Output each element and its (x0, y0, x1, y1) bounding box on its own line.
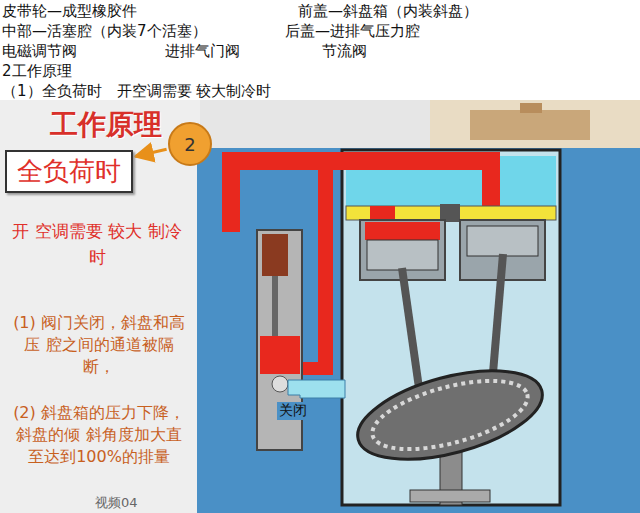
header-text: 电磁调节阀 (2, 42, 77, 60)
part-label: 关闭 (277, 402, 309, 420)
valve-rod (272, 276, 278, 336)
header-text: 后盖—进排气压力腔 (285, 22, 420, 40)
header-text: 前盖—斜盘箱（内装斜盘） (298, 2, 478, 20)
shaft-base (410, 490, 490, 502)
note-text: (2) 斜盘箱的压力下降，斜盘的倾 斜角度加大直至达到100%的排量 (10, 402, 188, 468)
valve-coil (262, 234, 288, 276)
slide-ground (0, 100, 640, 513)
condition-text: 开 空调需要 较大 制冷时 (12, 218, 182, 270)
header-text: 节流阀 (322, 42, 367, 60)
header-text: 进排气门阀 (165, 42, 240, 60)
watermark: 视频04 (95, 494, 138, 512)
piston-right (467, 226, 538, 256)
header-text: （1）全负荷时 开空调需要 较大制冷时 (2, 82, 271, 100)
header-text: 中部—活塞腔（内装7个活塞） (2, 22, 207, 40)
building-photo (430, 100, 640, 148)
connecting-rod (492, 254, 503, 385)
left-panel (0, 100, 200, 513)
state-box: 全负荷时 (5, 150, 133, 193)
bearing-balls (365, 367, 534, 463)
connecting-rod (402, 268, 420, 395)
compressor-housing (342, 150, 560, 505)
high-pressure-pipe (222, 152, 500, 375)
node-text: 2 (184, 134, 195, 155)
diagram-ground (197, 148, 640, 513)
building (470, 110, 590, 140)
piston-left (367, 240, 438, 270)
discharge-valve (370, 206, 395, 220)
header-text: 2工作原理 (2, 62, 72, 80)
valve-chamber (260, 336, 300, 374)
slide-title: 工作原理 (50, 106, 162, 144)
callout-pointer (135, 149, 167, 156)
compressed-gas (365, 222, 440, 240)
callout-circle: 2 (168, 122, 212, 166)
swash-plate (348, 354, 551, 477)
note-text: (1) 阀门关闭，斜盘和高压 腔之间的通道被隔断， (10, 312, 188, 378)
building-roof (520, 103, 542, 113)
valve-ball (272, 376, 288, 392)
crankcase-passage (288, 380, 345, 398)
header-text: 皮带轮—成型橡胶件 (2, 2, 137, 20)
node-text: 全负荷时 (17, 156, 121, 186)
